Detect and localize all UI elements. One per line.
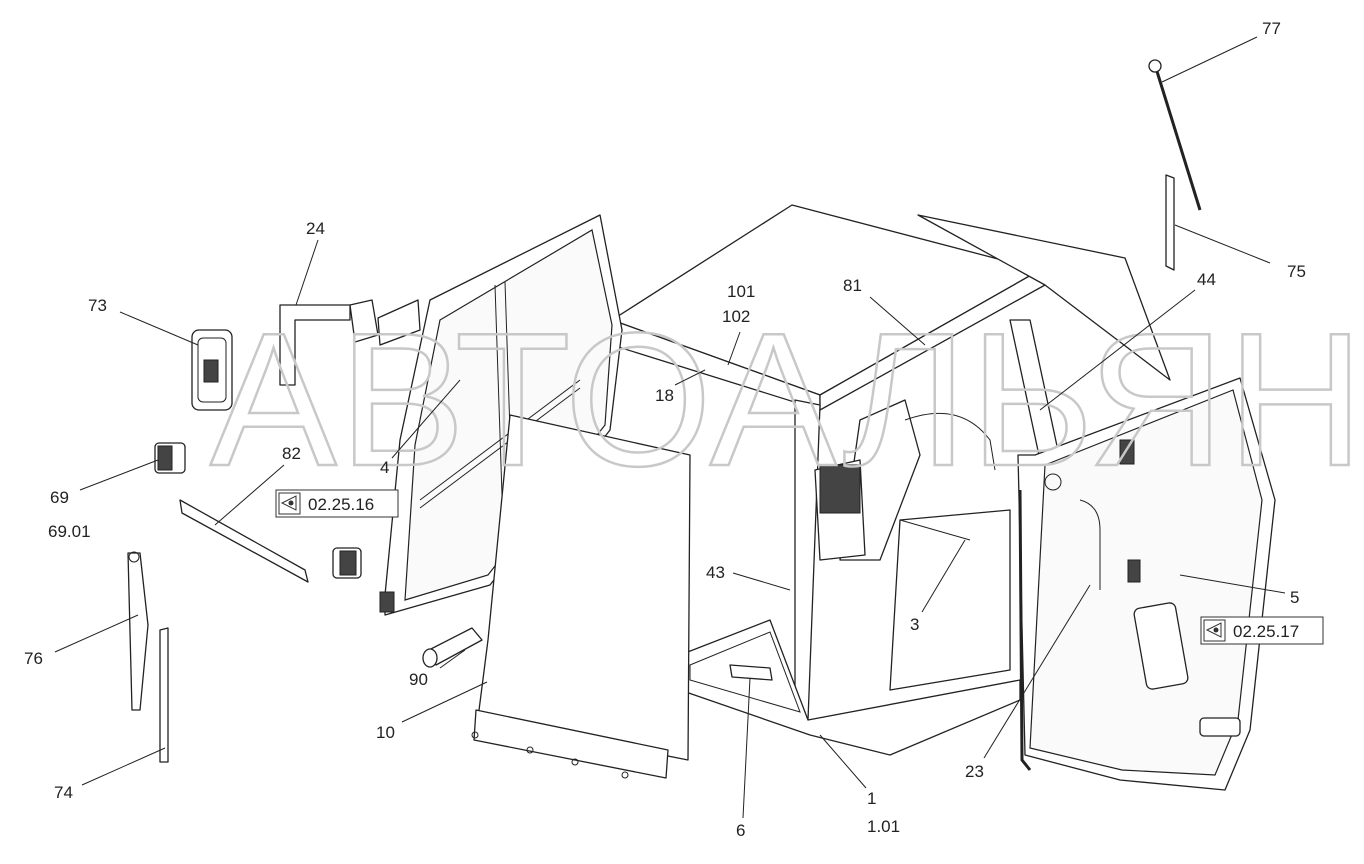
mirror-73 <box>191 329 233 411</box>
callout-24: 24 <box>306 219 325 238</box>
callout-5: 5 <box>1290 588 1299 607</box>
callout-18: 18 <box>655 386 674 405</box>
lamp-69 <box>154 442 186 474</box>
callout-73: 73 <box>88 296 107 315</box>
callout-1-01: 1.01 <box>867 817 900 836</box>
callout-101: 101 <box>727 282 755 301</box>
lamp-69-01 <box>332 547 362 579</box>
callout-10: 10 <box>376 723 395 742</box>
leader-lines <box>54 36 1286 819</box>
callout-82: 82 <box>282 444 301 463</box>
right-door <box>1017 377 1276 791</box>
callout-3: 3 <box>910 615 919 634</box>
ref-label: 02.25.16 <box>308 495 374 514</box>
wiper-arm-76 <box>127 551 149 711</box>
callout-labels: 77 75 44 81 101 102 24 73 18 4 82 69 69.… <box>24 19 1306 840</box>
callout-23: 23 <box>965 762 984 781</box>
left-panel <box>471 414 691 779</box>
ref-box-02-25-17[interactable]: 02.25.17 <box>1200 616 1324 645</box>
callout-75: 75 <box>1287 262 1306 281</box>
wiper-blade-74 <box>159 627 169 763</box>
handle-90 <box>422 627 483 668</box>
wiper-blade-75 <box>1165 174 1175 271</box>
rail-82 <box>179 499 309 583</box>
left-door <box>379 214 623 616</box>
callout-77: 77 <box>1262 19 1281 38</box>
cab-body <box>611 204 1171 756</box>
callout-4: 4 <box>380 458 389 477</box>
step-6 <box>729 664 773 681</box>
callout-74: 74 <box>54 783 73 802</box>
ref-box-02-25-16[interactable]: 02.25.16 <box>275 489 399 518</box>
callout-76: 76 <box>24 649 43 668</box>
callout-81: 81 <box>843 276 862 295</box>
mirror-bracket-24 <box>279 299 421 386</box>
callout-69-01: 69.01 <box>48 522 91 541</box>
watermark: АВТОАЛЬЯНС <box>210 294 1364 506</box>
callout-69: 69 <box>50 488 69 507</box>
ref-label: 02.25.17 <box>1233 622 1299 641</box>
callout-6: 6 <box>736 821 745 840</box>
gas-spring-77 <box>1148 59 1202 211</box>
callout-102: 102 <box>722 307 750 326</box>
handrail-23 <box>1018 489 1032 771</box>
callout-43: 43 <box>706 563 725 582</box>
callout-44: 44 <box>1197 270 1216 289</box>
callout-1: 1 <box>867 789 876 808</box>
callout-90: 90 <box>409 670 428 689</box>
